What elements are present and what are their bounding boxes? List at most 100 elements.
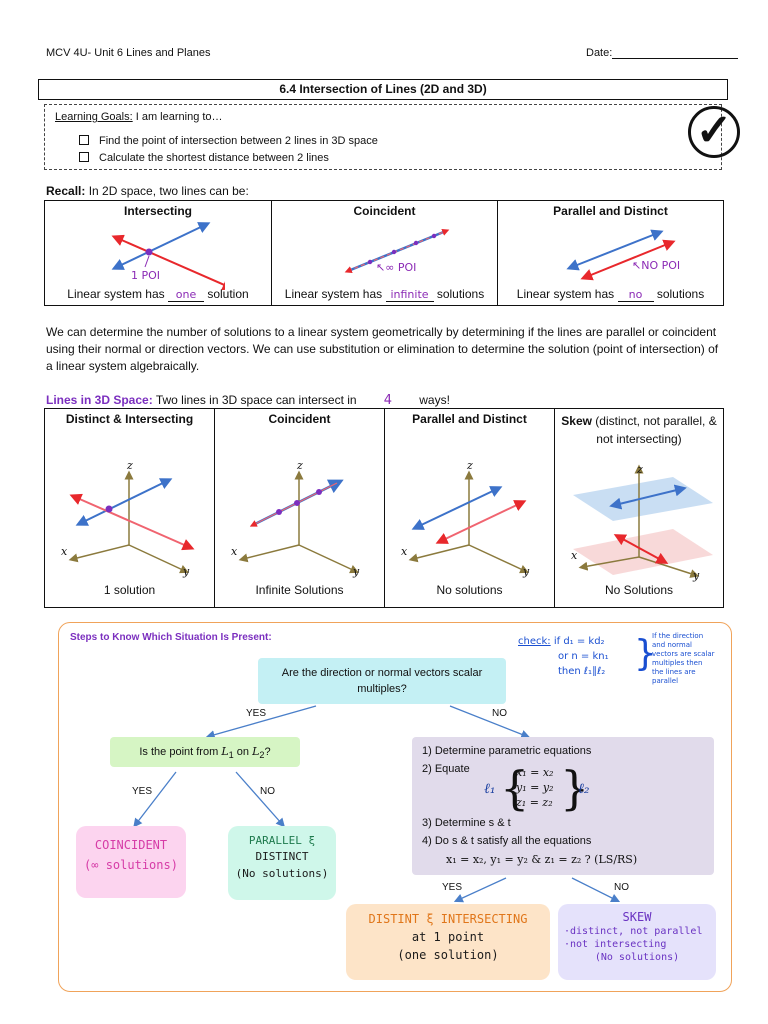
cell-footer: Linear system has no solutions	[498, 287, 723, 302]
lines-3d-label: Lines in 3D Space:	[46, 393, 153, 407]
equation: y₁ = y₂	[516, 781, 554, 794]
method-step: 2) Equate	[422, 763, 470, 775]
parallel-lines-diagram	[566, 229, 676, 281]
cell-3d-parallel: Parallel and Distinct z x y No solutions	[385, 409, 555, 607]
result-detail: at 1 point	[411, 930, 485, 944]
flow-arrows	[133, 705, 621, 903]
lesson-title: 6.4 Intersection of Lines (2D and 3D)	[38, 79, 728, 100]
learning-goals-box: Learning Goals: I am learning to… Find t…	[44, 104, 722, 170]
foot-blank: infinite	[385, 288, 434, 302]
q2-text: on	[233, 746, 253, 758]
foot-text: solutions	[653, 287, 705, 301]
course-title: MCV 4U- Unit 6 Lines and Planes	[46, 47, 211, 59]
cell-title: Parallel and Distinct	[412, 412, 527, 426]
yes-label: YES	[442, 882, 463, 893]
cell-parallel: Parallel and Distinct ↖NO POI Linear sys…	[498, 201, 723, 305]
foot-text: solutions	[433, 287, 485, 301]
yes-label: YES	[132, 786, 153, 797]
cell-title: Skew (distinct, not parallel, & not inte…	[555, 412, 723, 448]
goal-item: Find the point of intersection between 2…	[79, 135, 378, 147]
result-detail: (∞ solutions)	[84, 858, 178, 872]
check-line: then ℓ₁∥ℓ₂	[558, 666, 606, 677]
equation: x₁ = x₂	[516, 766, 554, 779]
date-field: Date:	[586, 47, 739, 59]
y-axis-label: y	[183, 565, 190, 578]
x-axis-label: x	[401, 545, 408, 558]
check-explanation: If the direction and normal vectors are …	[652, 632, 715, 685]
steps-title: Steps to Know Which Situation Is Present…	[70, 632, 272, 643]
cell-footer: 1 solution	[103, 583, 156, 597]
result-skew: SKEW ·distinct, not parallel ·not inters…	[558, 904, 716, 980]
cell-3d-intersecting: Distinct & Intersecting z x y 1 solution	[45, 409, 215, 607]
foot-text: solution	[204, 287, 249, 301]
coincident-lines-diagram	[344, 229, 450, 273]
cell-intersecting: Intersecting 1 POI Linear system has one…	[45, 201, 272, 305]
method-step: 4) Do s & t satisfy all the equations	[422, 835, 592, 847]
3d-skew-diagram	[573, 464, 713, 578]
lines-3d-text: Two lines in 3D space can intersect in	[152, 393, 360, 407]
skew-title: Skew	[561, 414, 592, 428]
cell-3d-skew: Skew (distinct, not parallel, & not inte…	[555, 409, 723, 607]
goal-item: Calculate the shortest distance between …	[79, 152, 329, 164]
method-step: 1) Determine parametric equations	[422, 745, 592, 757]
3d-intersecting-diagram	[68, 470, 195, 574]
result-intersecting: DISTINT ξ INTERSECTING at 1 point (one s…	[346, 904, 550, 980]
table-2d: Intersecting 1 POI Linear system has one…	[44, 200, 724, 306]
result-detail: (No solutions)	[235, 867, 329, 880]
q2-text: Is the point from	[139, 746, 222, 758]
result-title: PARALLEL ξ	[248, 834, 316, 847]
cell-footer: No Solutions	[604, 583, 674, 597]
cell-title: Coincident	[268, 412, 331, 426]
checkbox[interactable]	[79, 135, 89, 145]
learning-goals-intro: I am learning to…	[132, 111, 223, 123]
q2-math: L	[221, 745, 229, 758]
recall-text: In 2D space, two lines can be:	[85, 184, 249, 198]
3d-parallel-diagram	[408, 470, 530, 574]
foot-blank: one	[168, 288, 204, 302]
cell-title: Intersecting	[123, 204, 192, 218]
x-axis-label: x	[571, 549, 578, 562]
foot-blank: no	[617, 288, 654, 302]
result-detail: (one solution)	[397, 948, 499, 962]
lines-3d-heading: Lines in 3D Space: Two lines in 3D space…	[46, 393, 450, 409]
note-text: ∞ POI	[385, 261, 417, 274]
yes-label: YES	[246, 708, 267, 719]
result-detail: (No solutions)	[594, 952, 680, 963]
steps-panel	[58, 622, 732, 992]
equation: z₁ = z₂	[516, 796, 553, 809]
cell-title: Parallel and Distinct	[553, 204, 668, 218]
cell-coincident: Coincident ↖∞ POI Linear system has infi…	[272, 201, 498, 305]
method-step-equations: x₁ = x₂, y₁ = y₂ & z₁ = z₂ ? (LS/RS)	[446, 853, 638, 866]
3d-coincident-diagram	[238, 470, 360, 574]
ways-blank: 4	[359, 393, 416, 409]
no-label: NO	[492, 708, 507, 719]
right-brace-icon: }	[560, 761, 590, 815]
q2-sub: 2	[259, 750, 265, 761]
learning-goals-label: Learning Goals:	[55, 111, 133, 123]
y-axis-label: y	[353, 565, 360, 578]
poi-note: ↖NO POI	[632, 259, 681, 272]
z-axis-label: z	[297, 459, 303, 472]
checkbox[interactable]	[79, 152, 89, 162]
question-scalar-multiples: Are the direction or normal vectors scal…	[258, 658, 506, 704]
cell-footer: Linear system has infinite solutions	[272, 287, 497, 302]
result-parallel: PARALLEL ξ DISTINCT (No solutions)	[228, 826, 336, 900]
foot-text: Linear system has	[67, 287, 168, 301]
q2-sub: 1	[228, 750, 234, 761]
result-title: DISTINCT	[255, 850, 309, 863]
left-brace-icon: {	[500, 761, 530, 815]
no-label: NO	[614, 882, 629, 893]
z-axis-label: z	[467, 459, 473, 472]
lines-3d-text: ways!	[415, 393, 450, 407]
poi-note: ↖∞ POI	[376, 261, 417, 274]
y-axis-label: y	[523, 565, 530, 578]
date-label: Date:	[586, 47, 613, 59]
result-coincident: COINCIDENT (∞ solutions)	[76, 826, 186, 898]
recall-line: Recall: In 2D space, two lines can be:	[46, 184, 249, 198]
check-line: if d₁ = kd₂	[553, 636, 605, 647]
brace-icon: }	[634, 633, 657, 674]
cell-title: Coincident	[353, 204, 416, 218]
line-symbol: ℓ₁	[484, 781, 496, 797]
skew-subtitle: (distinct, not parallel, & not intersect…	[591, 414, 717, 446]
cell-title: Distinct & Intersecting	[65, 412, 194, 426]
